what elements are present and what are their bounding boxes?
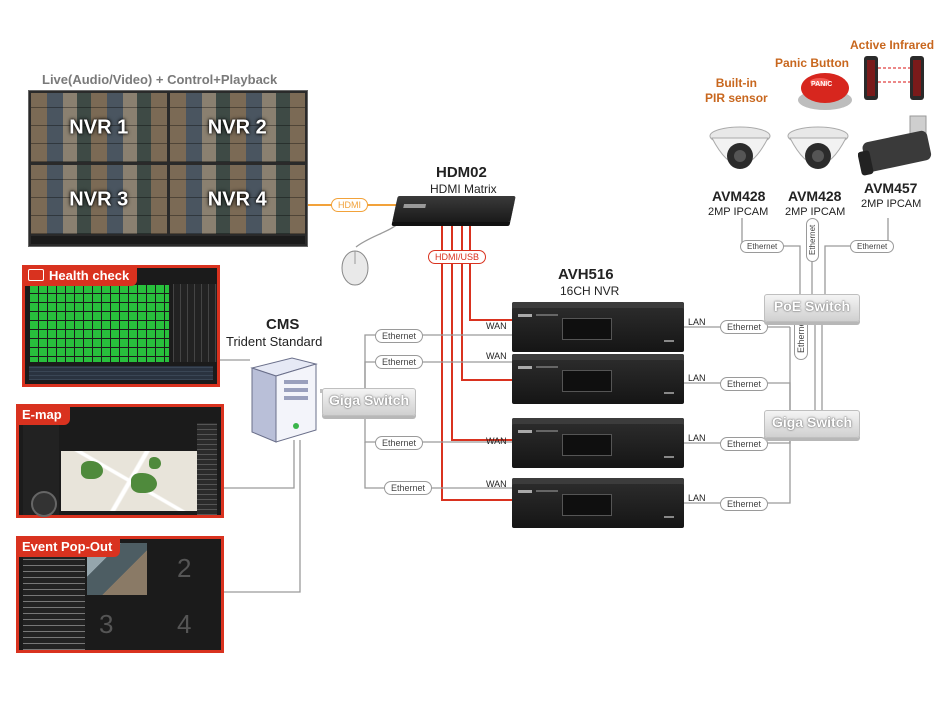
poe-switch: PoE Switch bbox=[764, 294, 860, 322]
event-cell-number: 3 bbox=[99, 609, 114, 639]
hdmi-usb-label: HDMI/USB bbox=[428, 250, 487, 264]
video-wall-tile: NVR 2 bbox=[169, 93, 305, 162]
video-wall-tile-label: NVR 1 bbox=[69, 116, 129, 138]
hdmi-label: HDMI bbox=[331, 198, 368, 212]
camera-desc: 2MP IPCAM bbox=[785, 206, 846, 218]
lan-port-label: LAN bbox=[688, 493, 706, 503]
cms-desc: Trident Standard bbox=[226, 334, 323, 349]
wan-port-label: WAN bbox=[486, 351, 507, 361]
video-wall-toolbar bbox=[31, 236, 305, 244]
nvr-unit-3 bbox=[512, 418, 684, 468]
panic-button-label: Panic Button bbox=[775, 56, 849, 70]
ethernet-label: Ethernet bbox=[720, 437, 769, 451]
cms-title: CMS bbox=[266, 316, 300, 333]
video-wall-tile-label: NVR 3 bbox=[69, 188, 129, 210]
ethernet-label: Ethernet bbox=[720, 497, 769, 511]
emap-label: E-map bbox=[22, 407, 62, 422]
video-wall-tile-label: NVR 2 bbox=[207, 116, 267, 138]
lan-port-label: LAN bbox=[688, 373, 706, 383]
bullet-camera-icon bbox=[858, 115, 932, 176]
poe-switch-label: PoE Switch bbox=[773, 298, 851, 314]
wan-port-label: WAN bbox=[486, 436, 507, 446]
health-check-icon bbox=[28, 269, 44, 281]
hdm02-model: HDM02 bbox=[436, 164, 487, 181]
cms-pc-icon bbox=[250, 357, 318, 443]
wan-port-label: WAN bbox=[486, 479, 507, 489]
giga-switch-right-label: Giga Switch bbox=[771, 414, 853, 430]
camera-model: AVM428 bbox=[788, 188, 842, 204]
nvr-unit-4 bbox=[512, 478, 684, 528]
ethernet-label: Ethernet bbox=[720, 320, 769, 334]
pir-sensor-label: Built-in PIR sensor bbox=[705, 76, 768, 105]
giga-switch-left-label: Giga Switch bbox=[328, 392, 410, 408]
lan-port-label: LAN bbox=[688, 433, 706, 443]
ethernet-label: Ethernet bbox=[375, 436, 424, 450]
event-popout-panel: 2 3 4 Event Pop-Out bbox=[16, 536, 224, 653]
emap-tag: E-map bbox=[16, 404, 70, 425]
panic-button-icon bbox=[798, 73, 852, 110]
health-check-tag: Health check bbox=[22, 265, 138, 286]
ethernet-label: Ethernet bbox=[375, 329, 424, 343]
camera-model: AVM428 bbox=[712, 188, 766, 204]
video-wall-tile-label: NVR 4 bbox=[207, 188, 267, 210]
nvr-unit-2 bbox=[512, 354, 684, 404]
ethernet-label: Ethernet bbox=[850, 240, 895, 253]
emap-map bbox=[61, 451, 199, 511]
health-check-panel: Health check bbox=[22, 265, 220, 387]
video-wall-tile: NVR 3 bbox=[31, 165, 167, 234]
event-cell-number: 4 bbox=[177, 609, 192, 639]
wan-port-label: WAN bbox=[486, 321, 507, 331]
ethernet-label: Ethernet bbox=[384, 481, 433, 495]
video-wall-tile: NVR 4 bbox=[169, 165, 305, 234]
video-wall-display: NVR 1 NVR 2 NVR 3 NVR 4 bbox=[28, 90, 308, 247]
camera-model: AVM457 bbox=[864, 180, 918, 196]
ethernet-label: Ethernet bbox=[740, 240, 785, 253]
nvr-unit-1 bbox=[512, 302, 684, 352]
camera-desc: 2MP IPCAM bbox=[708, 206, 769, 218]
health-check-label: Health check bbox=[49, 268, 130, 283]
video-wall-tile: NVR 1 bbox=[31, 93, 167, 162]
event-cell-number: 2 bbox=[177, 553, 192, 583]
camera-desc: 2MP IPCAM bbox=[861, 198, 922, 210]
active-infrared-icon bbox=[864, 56, 924, 100]
dome-camera-icon bbox=[787, 126, 849, 169]
hdmi-matrix-device bbox=[392, 196, 516, 222]
mouse-icon bbox=[341, 250, 369, 286]
video-wall-title: Live(Audio/Video) + Control+Playback bbox=[42, 72, 278, 87]
ethernet-label-vertical: Ethernet bbox=[806, 217, 819, 262]
event-popout-tag: Event Pop-Out bbox=[16, 536, 121, 557]
emap-panel: E-map bbox=[16, 404, 224, 518]
health-grid bbox=[29, 284, 169, 362]
active-infrared-label: Active Infrared bbox=[850, 38, 935, 52]
dome-camera-icon bbox=[709, 126, 771, 169]
hdm02-desc: HDMI Matrix bbox=[430, 182, 497, 196]
giga-switch-right: Giga Switch bbox=[764, 410, 860, 438]
panic-face-text: PANIC bbox=[811, 81, 833, 88]
ethernet-label: Ethernet bbox=[375, 355, 424, 369]
nvr-model: AVH516 bbox=[558, 266, 614, 283]
ptz-knob-icon bbox=[31, 491, 57, 517]
nvr-desc: 16CH NVR bbox=[560, 284, 620, 298]
event-popout-label: Event Pop-Out bbox=[22, 539, 113, 554]
giga-switch-left: Giga Switch bbox=[322, 388, 416, 416]
ethernet-label: Ethernet bbox=[720, 377, 769, 391]
lan-port-label: LAN bbox=[688, 317, 706, 327]
